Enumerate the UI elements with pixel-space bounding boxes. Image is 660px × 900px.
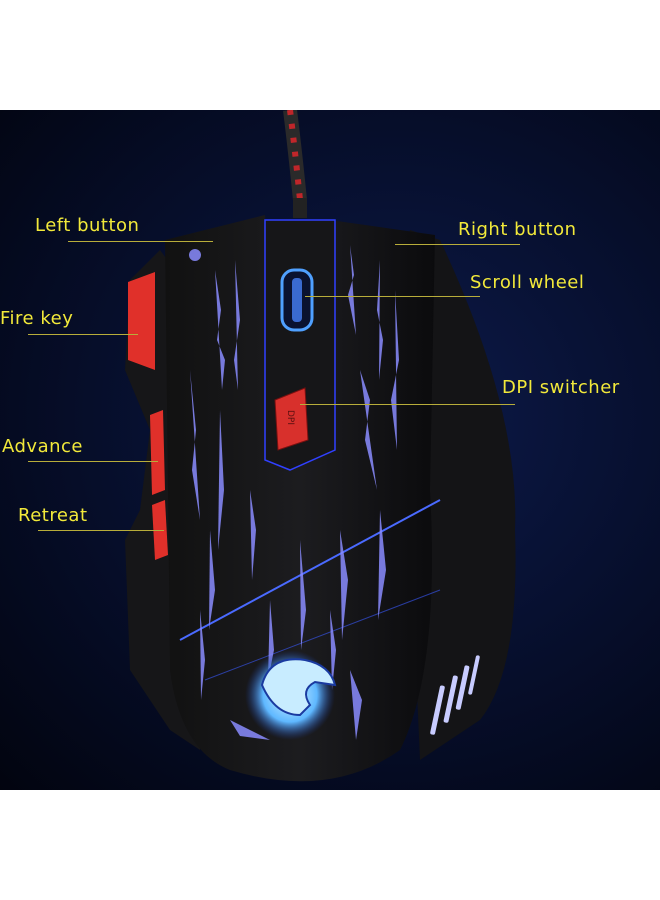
gaming-mouse-illustration: DPI	[125, 110, 516, 782]
callout-right-button: Right button	[458, 219, 577, 240]
product-photo: DPI	[0, 110, 660, 790]
callout-advance: Advance	[2, 436, 83, 457]
callout-fire-key: Fire key	[0, 308, 74, 329]
callout-line-retreat	[38, 530, 164, 531]
callout-line-dpi-switcher	[300, 404, 515, 405]
callout-line-fire-key	[28, 334, 138, 335]
callout-left-button: Left button	[35, 215, 140, 236]
callout-line-advance	[28, 461, 158, 462]
callout-line-left-button	[68, 241, 213, 242]
callout-dpi-switcher: DPI switcher	[502, 377, 620, 398]
svg-text:DPI: DPI	[285, 410, 295, 425]
callout-line-scroll-wheel	[305, 296, 480, 297]
callout-retreat: Retreat	[18, 505, 88, 526]
callout-line-right-button	[395, 244, 520, 245]
callout-scroll-wheel: Scroll wheel	[470, 272, 585, 293]
